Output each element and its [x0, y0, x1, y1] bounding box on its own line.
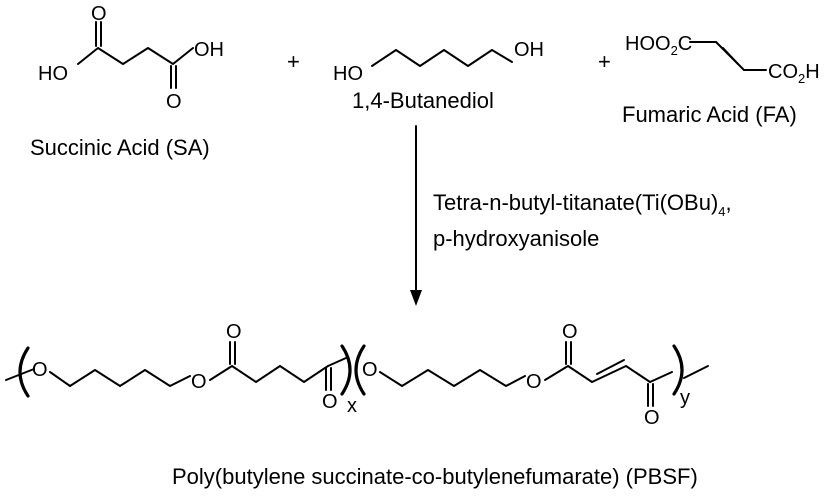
succinic-oh-label: OH: [194, 39, 224, 61]
ester-oxygen: O: [32, 359, 48, 381]
succinic-o-bottom: O: [166, 91, 182, 113]
fumaric-acid-structure: HOO2C CO2H: [625, 33, 820, 86]
carbonyl-oxygen: O: [226, 321, 242, 343]
butanediol-label: 1,4-Butanediol: [352, 88, 494, 113]
butanediol-oh-label: OH: [514, 39, 544, 61]
bond: [327, 357, 347, 367]
chain-end-bond: [5, 368, 35, 381]
ester-oxygen: O: [526, 371, 542, 393]
succinic-acid-structure: HO OH O O: [38, 3, 224, 113]
x-subscript: x: [347, 395, 357, 417]
succinic-ho-label: HO: [38, 63, 68, 85]
carbonyl-oxygen: O: [322, 391, 338, 413]
pbsf-structure: O O O O x O O O O y: [5, 321, 709, 429]
bond: [591, 365, 627, 383]
plus-sign-1: +: [287, 49, 300, 74]
succinic-acid-label: Succinic Acid (SA): [30, 135, 210, 160]
carbonyl-oxygen: O: [562, 321, 578, 343]
butylene-chain-1: [49, 369, 191, 387]
carbonyl-oxygen: O: [644, 407, 660, 429]
inhibitor-label: p-hydroxyanisole: [433, 226, 599, 251]
bond: [625, 365, 651, 383]
bond: [596, 359, 625, 375]
y-subscript: y: [680, 387, 690, 409]
ester-oxygen: O: [191, 371, 207, 393]
succinic-acid-backbone: [77, 47, 194, 65]
butylene-chain-2: [379, 369, 526, 387]
catalyst-label: Tetra-n-butyl-titanate(Ti(OBu)4,: [433, 190, 732, 219]
bracket-open-x: [18, 346, 30, 398]
bracket-close-x: [340, 344, 352, 396]
butanediol-backbone: [371, 49, 513, 67]
succinate-chain: [209, 365, 329, 383]
plus-sign-2: +: [598, 49, 611, 74]
bond: [567, 365, 593, 383]
fumaric-acid-label: Fumaric Acid (FA): [622, 102, 797, 127]
bond: [649, 371, 673, 383]
fumaric-ho2c-label: HOO2C: [625, 33, 692, 58]
butanediol-ho-label: HO: [333, 63, 363, 85]
bond: [544, 365, 569, 381]
chain-end-bond: [683, 365, 709, 379]
fumaric-co2h-label: CO2H: [768, 61, 820, 86]
pbsf-label: Poly(butylene succinate-co-butylenefumar…: [172, 464, 698, 489]
ester-oxygen: O: [362, 359, 378, 381]
bracket-open-y: [354, 344, 366, 396]
butanediol-structure: HO OH: [333, 39, 544, 85]
succinic-o-top: O: [91, 3, 107, 25]
reaction-arrow: [410, 125, 422, 306]
bond: [722, 47, 739, 65]
arrow-head: [410, 290, 422, 306]
bracket-close-y: [672, 344, 684, 396]
